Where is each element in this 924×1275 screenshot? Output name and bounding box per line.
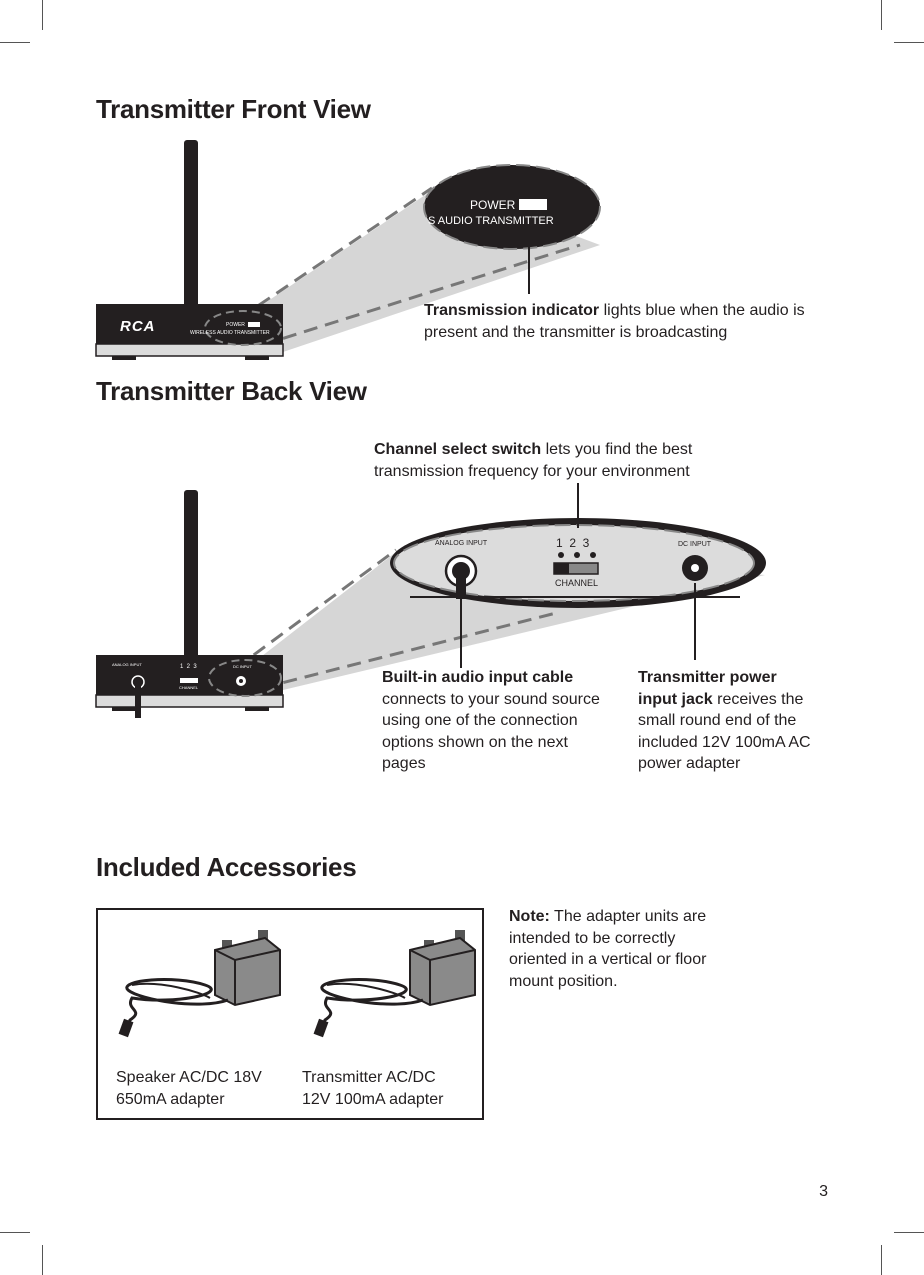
front-antenna xyxy=(184,140,198,308)
back-view-illustration xyxy=(95,483,766,718)
crop-mark xyxy=(881,0,882,30)
panel-power-label: POWER xyxy=(226,322,245,328)
callout-text: lights blue when the audio is present an… xyxy=(424,302,805,341)
transmitter-adapter-illustration xyxy=(313,930,476,1038)
front-view-heading: Transmitter Front View xyxy=(96,94,371,124)
panel-channel-label: CHANNEL xyxy=(179,685,199,690)
zoom-power-label: POWER xyxy=(470,198,516,212)
crop-mark xyxy=(894,1232,924,1233)
zoom-dc-label: DC INPUT xyxy=(678,541,712,548)
note-label: Note: xyxy=(509,908,550,925)
speaker-adapter-caption: Speaker AC/DC 18V 650mA adapter xyxy=(116,1067,262,1110)
accessories-box xyxy=(96,908,484,1120)
caption-line: 12V 100mA adapter xyxy=(302,1090,444,1108)
audio-cable-callout: Built-in audio input cable connects to y… xyxy=(382,667,612,775)
power-indicator-led xyxy=(519,199,547,210)
panel-product-label: WIRELESS AUDIO TRANSMITTER xyxy=(190,330,270,336)
front-zoom-oval xyxy=(423,164,601,250)
caption-line: 650mA adapter xyxy=(116,1090,225,1108)
callout-bold: input jack xyxy=(638,690,713,708)
transmitter-adapter-caption: Transmitter AC/DC 12V 100mA adapter xyxy=(302,1067,443,1110)
back-audio-cable xyxy=(135,682,141,718)
crop-mark xyxy=(881,1245,882,1275)
panel-channel-numbers: 1 2 3 xyxy=(180,664,197,670)
panel-dc-label: DC INPUT xyxy=(233,664,252,669)
front-view-illustration xyxy=(95,140,601,360)
zoom-channel-numbers: 1 2 3 xyxy=(556,536,590,550)
power-jack-callout: Transmitter power input jack receives the… xyxy=(638,667,838,775)
zoom-product-label: S AUDIO TRANSMITTER xyxy=(428,215,554,227)
back-antenna xyxy=(184,490,198,658)
caption-line: Transmitter AC/DC xyxy=(302,1069,436,1086)
callout-text: receives the small round end of the incl… xyxy=(638,690,811,773)
panel-analog-label: ANALOG INPUT xyxy=(112,662,142,667)
caption-line: Speaker AC/DC 18V xyxy=(116,1069,262,1086)
callout-bold: Channel select switch xyxy=(374,441,542,458)
adapter-note: Note: The adapter units are intended to … xyxy=(509,906,729,992)
accessories-heading: Included Accessories xyxy=(96,852,357,882)
page-number: 3 xyxy=(819,1183,828,1200)
crop-mark xyxy=(894,42,924,43)
callout-text: lets you find the best transmission freq… xyxy=(374,441,693,480)
brand-logo: RCA xyxy=(120,318,156,335)
speaker-adapter-illustration xyxy=(118,930,281,1038)
callout-bold: Transmitter power xyxy=(638,669,777,686)
note-text: The adapter units are intended to be cor… xyxy=(509,908,707,990)
crop-mark xyxy=(0,1232,30,1233)
zoom-analog-label: ANALOG INPUT xyxy=(435,540,488,547)
zoom-channel-label: CHANNEL xyxy=(555,578,599,588)
callout-bold: Built-in audio input cable xyxy=(382,669,574,686)
back-view-heading: Transmitter Back View xyxy=(96,376,367,406)
crop-mark xyxy=(0,42,30,43)
transmission-indicator-callout: Transmission indicator lights blue when … xyxy=(424,300,834,343)
callout-text: connects to your sound source using one … xyxy=(382,690,600,773)
back-device-body xyxy=(96,655,283,695)
callout-bold: Transmission indicator xyxy=(424,302,600,319)
channel-switch-callout: Channel select switch lets you find the … xyxy=(374,439,754,482)
crop-mark xyxy=(42,1245,43,1275)
crop-mark xyxy=(42,0,43,30)
